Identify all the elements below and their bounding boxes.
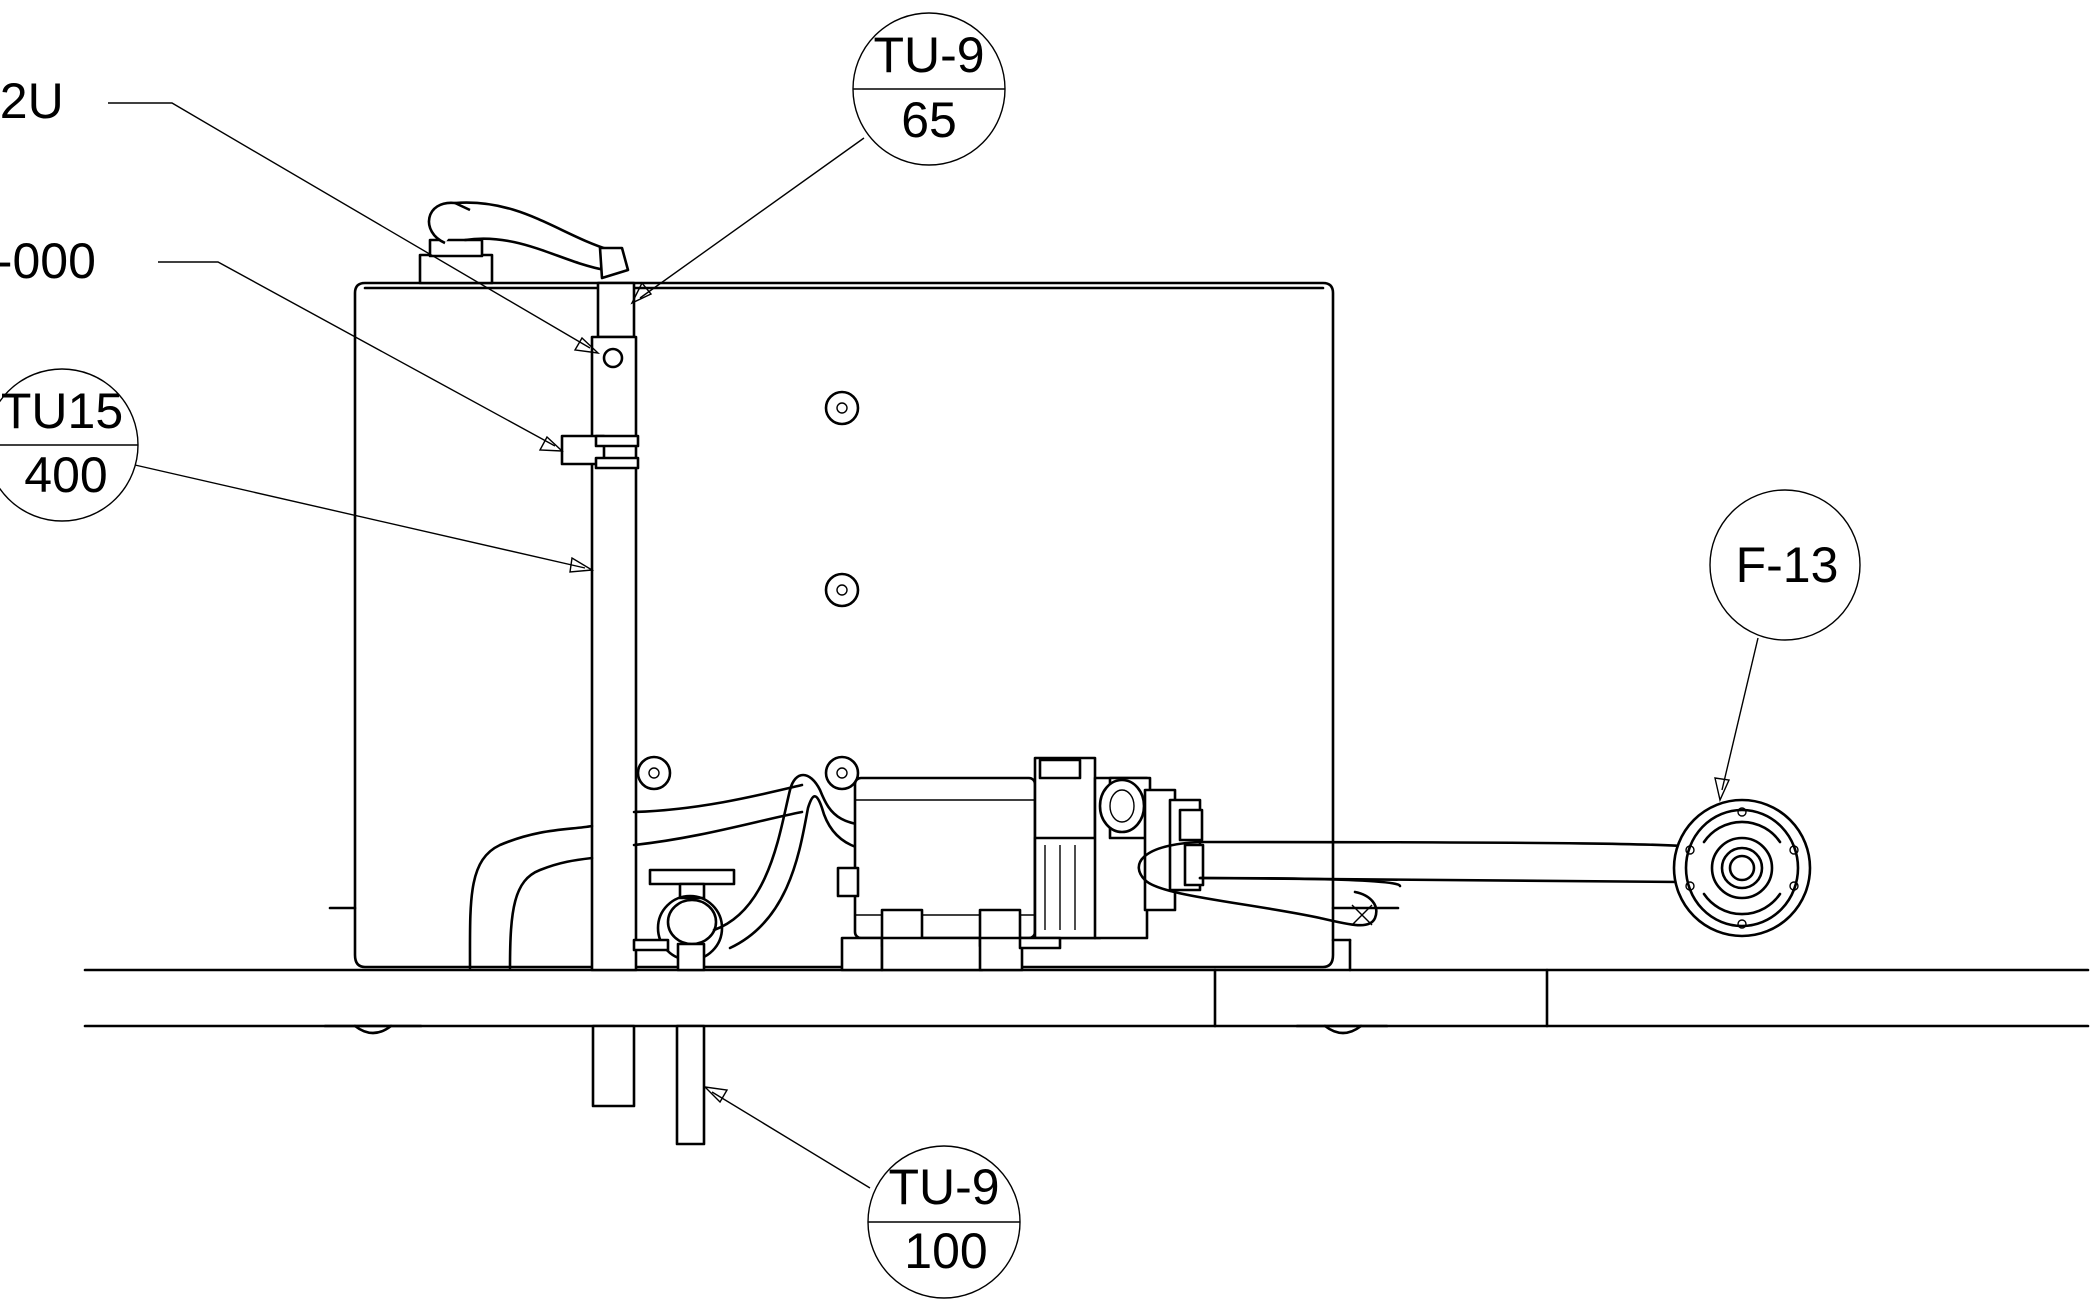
vertical-pipe bbox=[560, 281, 640, 1108]
vent-hose bbox=[453, 201, 630, 280]
callout-tu9-65-top: TU-9 bbox=[873, 27, 984, 83]
callout-tu9-100-bottom: 100 bbox=[904, 1223, 987, 1279]
base-plate bbox=[83, 968, 2090, 1035]
label-12u: 12U bbox=[0, 73, 64, 129]
label-1-000: 1-000 bbox=[0, 233, 96, 289]
callout-tu9-65-bottom: 65 bbox=[901, 92, 957, 148]
callout-tu9-100-top: TU-9 bbox=[888, 1159, 999, 1215]
tank bbox=[328, 281, 1400, 972]
callout-f13: F-13 bbox=[1709, 489, 1861, 641]
callout-tu15-400-top: TU15 bbox=[1, 383, 123, 439]
callout-tu15-400: TU15 400 bbox=[0, 368, 139, 522]
tank-port-lower-left bbox=[636, 755, 672, 791]
return-hose bbox=[468, 783, 804, 970]
tank-port-middle bbox=[824, 572, 860, 608]
callout-tu9-65: TU-9 65 bbox=[852, 12, 1006, 166]
pump bbox=[836, 756, 1205, 972]
callout-tu15-400-bottom: 400 bbox=[24, 447, 107, 503]
leader-lines bbox=[108, 102, 1759, 1189]
callout-tu9-100: TU-9 100 bbox=[867, 1145, 1021, 1299]
tank-port-upper bbox=[824, 390, 860, 426]
discharge-hose bbox=[1137, 840, 1684, 927]
filter-element bbox=[1672, 798, 1812, 938]
tank-port-lower-center bbox=[824, 755, 860, 791]
vent-fitting bbox=[418, 201, 494, 285]
callout-f13-text: F-13 bbox=[1736, 537, 1839, 593]
drain-valve bbox=[632, 868, 736, 1146]
